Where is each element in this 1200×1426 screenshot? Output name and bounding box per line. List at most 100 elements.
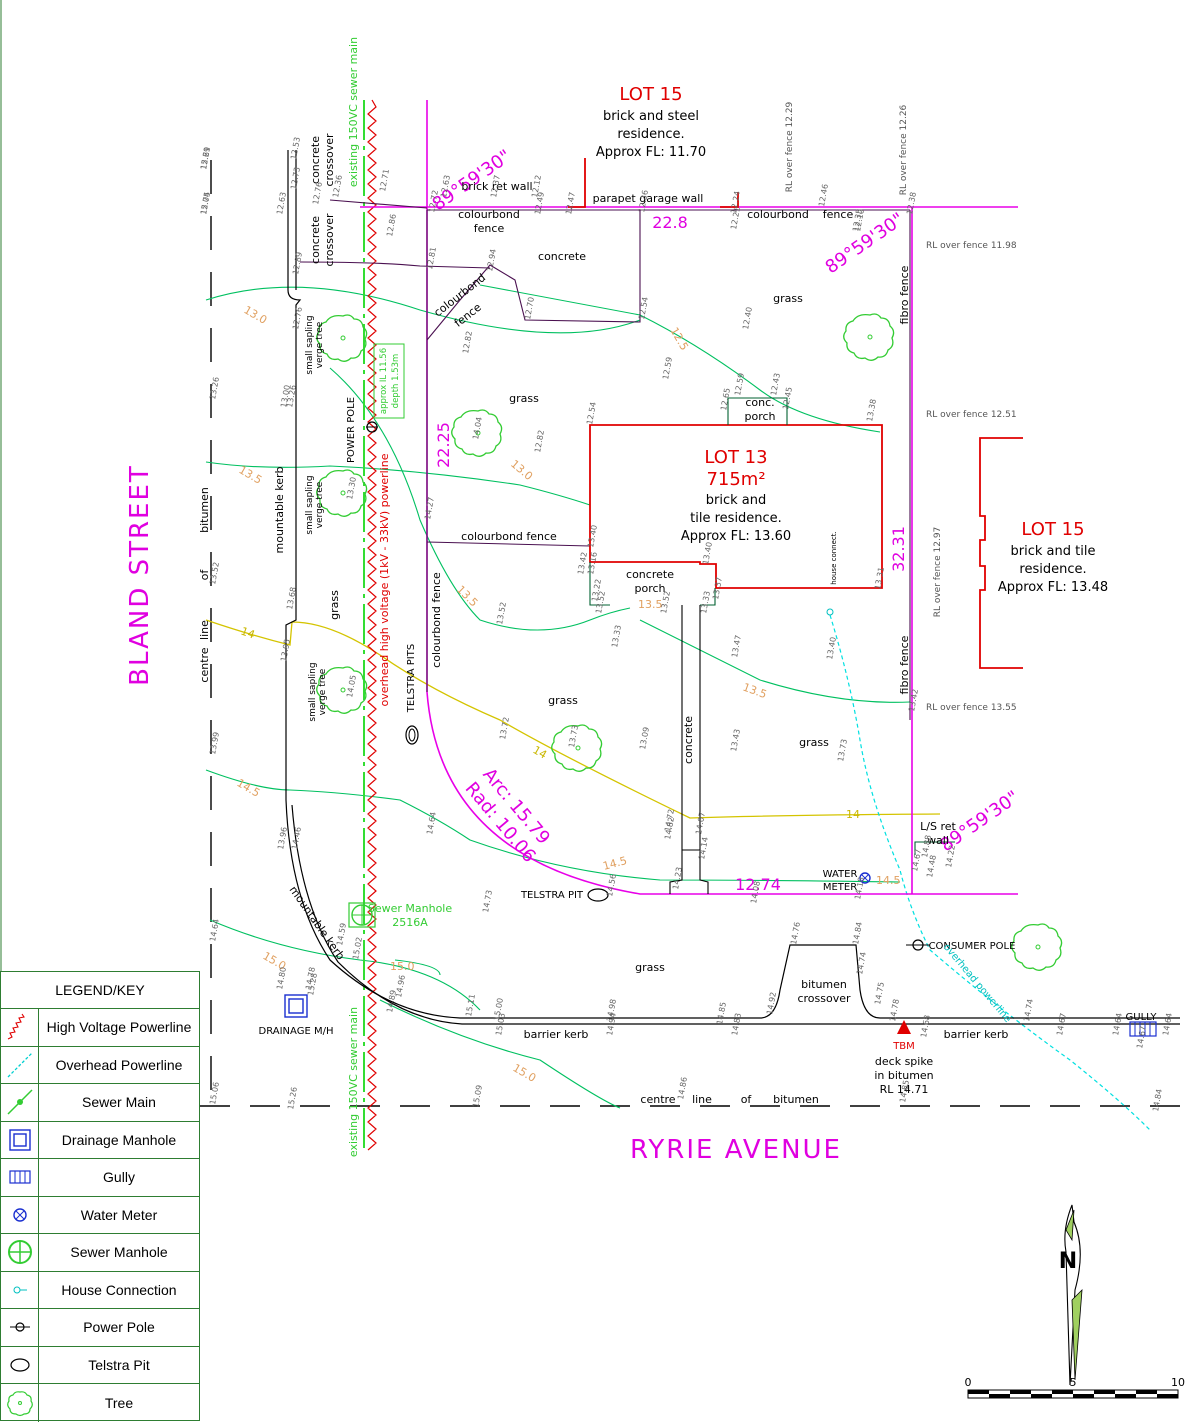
contour-145-a: 14.5 — [235, 776, 263, 800]
gully-icon — [1, 1159, 39, 1196]
spot-level: 14.07 — [694, 811, 707, 835]
spot-level: 12.37 — [489, 174, 502, 198]
spot-level: 12.21 — [729, 206, 742, 230]
legend-item-label: House Connection — [61, 1281, 177, 1298]
spot-level: 14.04 — [471, 416, 484, 440]
lot15-right-line3: Approx FL: 13.48 — [998, 580, 1108, 595]
contour-14 — [205, 619, 941, 819]
spot-level: 13.47 — [730, 634, 743, 658]
cl-ryrie-1: line — [692, 1093, 712, 1106]
spot-level: 13.16 — [586, 551, 599, 575]
telstra-pits-label: TELSTRA PITS — [406, 644, 417, 713]
spot-level: 12.38 — [905, 191, 918, 215]
concrete-porch-2: porch — [634, 582, 665, 595]
spot-level: 14.05 — [345, 674, 358, 698]
lot15-top-line2: residence. — [617, 127, 684, 142]
spot-level: 13.73 — [567, 724, 580, 748]
contour-130-b: 13.0 — [508, 457, 535, 483]
porches — [589, 397, 955, 855]
ls-ret-wall-1: L/S ret — [920, 820, 956, 833]
spot-level: 14.78 — [304, 966, 317, 990]
legend-item-label: Overhead Powerline — [55, 1056, 183, 1073]
legend-item: Power Pole — [1, 1309, 199, 1347]
dim-bottom: 12.74 — [735, 875, 781, 894]
spot-level: 15.05 — [199, 191, 212, 215]
spot-level: 12.72 — [427, 189, 440, 213]
sapling-1b: verge tree — [315, 321, 325, 368]
spot-level: 13.95 — [279, 638, 292, 662]
cl-bland-1: line — [198, 620, 211, 640]
lot15-top-label: LOT 15 brick and steel residence. Approx… — [596, 84, 706, 160]
spot-level: 14.78 — [888, 998, 901, 1022]
legend-title: LEGEND/KEY — [1, 972, 199, 1009]
contour-14-a: 14 — [239, 625, 257, 642]
sewer-manhole-label-1: Sewer Manhole — [368, 902, 452, 915]
lot13-line1: brick and — [706, 493, 766, 508]
spot-level: 12.76 — [291, 306, 304, 330]
spot-level: 14.84 — [851, 921, 864, 945]
spot-level: 14.67 — [1135, 1025, 1148, 1049]
overhead-powerline-icon — [1, 1046, 39, 1083]
sewer-main-icon — [1, 1084, 39, 1121]
north-arrow-icon: N — [1059, 1204, 1083, 1386]
spot-level: 13.33 — [699, 590, 712, 614]
sapling-3a: small sapling — [308, 662, 318, 721]
spot-level: 14.85 — [715, 1001, 728, 1025]
power-pole-icon — [366, 421, 378, 433]
scale-block — [1115, 1394, 1136, 1398]
spot-level: 15.29 — [199, 146, 212, 170]
spot-level: 13.09 — [638, 726, 651, 750]
lot15-top-title: LOT 15 — [619, 84, 682, 105]
spot-level: 14.48 — [925, 854, 938, 878]
spot-level: 14.80 — [275, 966, 288, 990]
sapling-3b: verge tree — [318, 668, 328, 715]
sewer-main-label-2: existing 150VC sewer main — [347, 1007, 360, 1157]
tree-icon — [1, 1384, 39, 1422]
spot-level: 14.84 — [1151, 1088, 1164, 1112]
water-meter-label-1: WATER — [823, 869, 858, 880]
legend-item-label: Gully — [103, 1169, 135, 1186]
spot-level: 13.43 — [729, 728, 742, 752]
lot13-label: LOT 13 715m² brick and tile residence. A… — [681, 447, 791, 544]
legend-item-label: High Voltage Powerline — [46, 1019, 192, 1036]
spot-level: 13.26 — [285, 384, 298, 408]
spot-level: 14.64 — [1161, 1012, 1174, 1036]
rl-fence-1226: RL over fence 12.26 — [899, 104, 909, 195]
legend-item: Telstra Pit — [1, 1346, 199, 1384]
legend-item: Drainage Manhole — [1, 1121, 199, 1159]
consumer-pole-icon — [906, 939, 930, 951]
spot-level: 12.59 — [661, 356, 674, 380]
rl-fence-1229: RL over fence 12.29 — [785, 101, 795, 192]
colourbond-fence-vertical: colourbond fence — [430, 572, 443, 668]
contour-145-c: 14.5 — [876, 874, 901, 887]
rl-fence-1198: RL over fence 11.98 — [926, 241, 1017, 251]
concrete-crossover-4: crossover — [323, 213, 336, 267]
cl-bland-2: of — [198, 569, 211, 581]
scale-block — [1073, 1394, 1094, 1398]
spot-level: 14.59 — [335, 922, 348, 946]
lot13-line2: tile residence. — [690, 511, 782, 526]
telstra-pit-icon — [405, 725, 609, 902]
contour-135-c: 13.5 — [638, 598, 663, 611]
overhead-powerline — [829, 614, 1151, 1131]
colourbond-fence-label: colourbond fence — [461, 530, 557, 543]
lot15-top-line3: Approx FL: 11.70 — [596, 145, 706, 160]
scale-block — [1031, 1394, 1052, 1398]
spot-level: 14.73 — [481, 889, 494, 913]
spot-level: 14.92 — [765, 991, 778, 1015]
scale-block — [1010, 1390, 1031, 1394]
spot-level: 12.54 — [637, 296, 650, 320]
spot-level: 14.75 — [873, 981, 886, 1005]
spot-level: 15.09 — [471, 1084, 484, 1108]
spot-level: 14.88 — [920, 834, 933, 858]
spot-level: 14.64 — [208, 918, 221, 942]
spot-level: 12.54 — [585, 401, 598, 425]
spot-level: 12.82 — [461, 330, 474, 354]
fibro-fence-1: fibro fence — [898, 265, 911, 324]
legend-item-label: Tree — [104, 1394, 134, 1411]
spot-level: 13.38 — [865, 398, 878, 422]
kerbs — [285, 150, 1180, 1025]
spot-level: 14.86 — [676, 1076, 689, 1100]
hv-powerline-icon — [1, 1009, 39, 1046]
telstra-pit-icon — [1, 1346, 39, 1383]
